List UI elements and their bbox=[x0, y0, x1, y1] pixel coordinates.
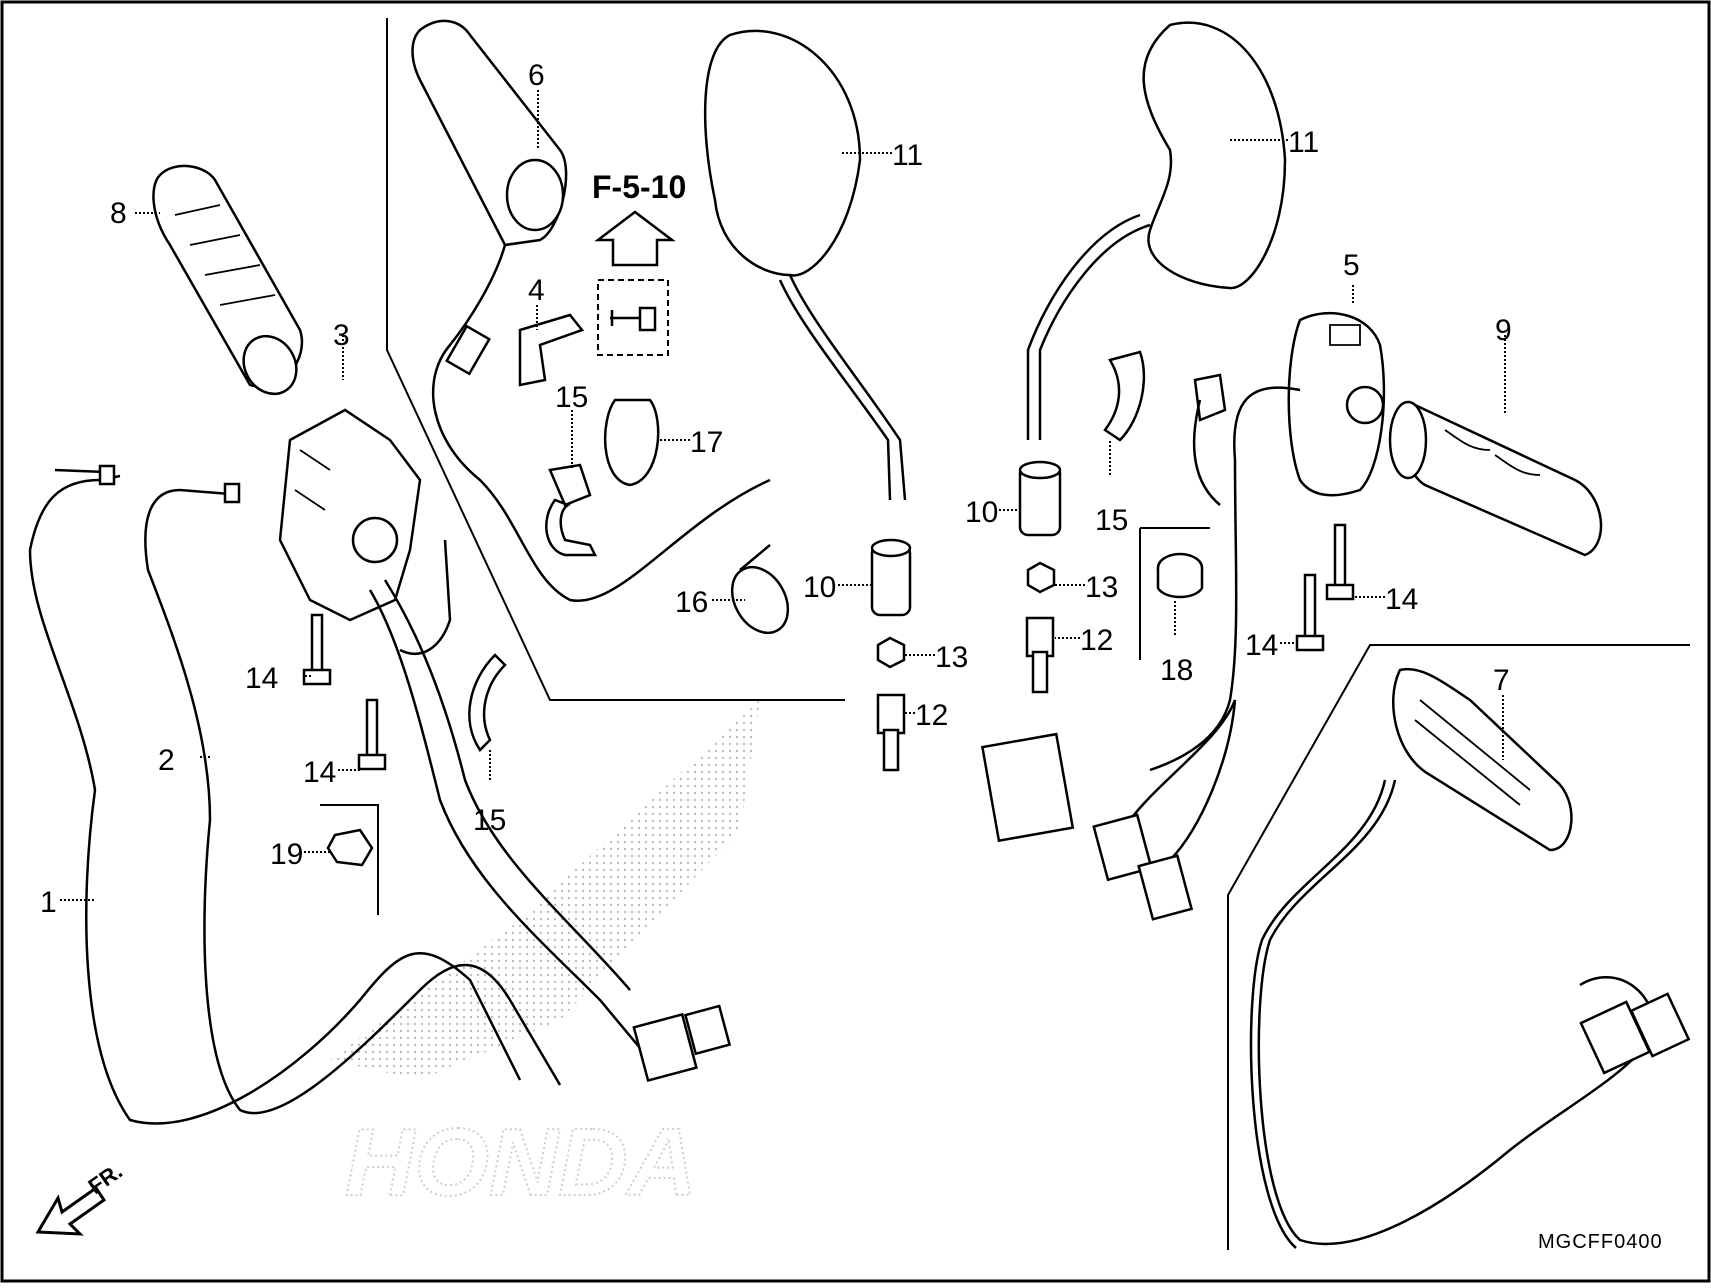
callout-11-left: 11 bbox=[892, 139, 923, 172]
throttle-cable-part-2 bbox=[144, 482, 562, 1115]
callout-10-right: 10 bbox=[965, 496, 998, 529]
tie-part-16 bbox=[730, 544, 790, 635]
leader-lines bbox=[60, 90, 1506, 901]
adapter-right-part-10 bbox=[1018, 460, 1062, 537]
ref-box bbox=[594, 210, 676, 356]
callout-9: 9 bbox=[1495, 314, 1512, 347]
grip-right-part-9 bbox=[1388, 400, 1603, 557]
wing-watermark bbox=[330, 700, 760, 1080]
callout-10-left: 10 bbox=[803, 571, 836, 604]
divider-right-group bbox=[1227, 644, 1690, 1250]
drawing-code: MGCFF0400 bbox=[1538, 1231, 1663, 1253]
nut-part-19 bbox=[326, 828, 374, 867]
callout-14-right-upper: 14 bbox=[1385, 583, 1418, 616]
band-left-part-15 bbox=[468, 653, 507, 752]
nut-right-part-13 bbox=[1026, 561, 1056, 594]
up-arrow-icon bbox=[594, 210, 676, 267]
honda-watermark: HONDA bbox=[330, 700, 760, 1217]
callout-13-right: 13 bbox=[1085, 571, 1118, 604]
callout-4: 4 bbox=[528, 274, 545, 307]
ref-dashed-box bbox=[597, 279, 669, 356]
divider-left-group bbox=[386, 18, 845, 701]
bolt-right-upper-part-14 bbox=[1325, 523, 1355, 601]
clamp-part-15 bbox=[545, 463, 598, 557]
mirror-right-part-11 bbox=[1026, 21, 1287, 440]
callout-6: 6 bbox=[528, 59, 545, 92]
bolt-right-part-12 bbox=[1025, 616, 1055, 694]
honda-logo-text: HONDA bbox=[345, 1109, 697, 1216]
band-right-part-15 bbox=[1103, 350, 1146, 442]
callout-15-left: 15 bbox=[473, 804, 506, 837]
callout-17: 17 bbox=[690, 426, 723, 459]
right-harness bbox=[980, 386, 1301, 921]
callout-14-right-lower: 14 bbox=[1245, 629, 1278, 662]
collar-part-18 bbox=[1156, 552, 1204, 599]
callout-14-left-upper: 14 bbox=[245, 662, 278, 695]
bolt-left-upper-part-14 bbox=[302, 613, 332, 686]
switch-housing-left-part-3 bbox=[278, 408, 422, 622]
callout-7: 7 bbox=[1493, 664, 1510, 697]
callout-19: 19 bbox=[270, 838, 303, 871]
callout-15-right: 15 bbox=[1095, 504, 1128, 537]
callout-5: 5 bbox=[1343, 249, 1360, 282]
nut-left-part-13 bbox=[876, 636, 906, 669]
reference-label: F-5-10 bbox=[592, 169, 686, 205]
grip-heated-part-7 bbox=[1249, 667, 1691, 1249]
callout-2: 2 bbox=[158, 744, 175, 777]
clip-right bbox=[1193, 373, 1227, 422]
callout-8: 8 bbox=[110, 197, 127, 230]
callout-numbers: 8 3 6 4 15 17 16 11 10 13 12 14 14 19 15… bbox=[40, 59, 1512, 919]
callout-15-mid: 15 bbox=[555, 381, 588, 414]
callout-3: 3 bbox=[333, 319, 350, 352]
front-direction-indicator: FR. bbox=[35, 1158, 127, 1236]
bolt-right-lower-part-14 bbox=[1295, 573, 1325, 652]
callout-14-left-lower: 14 bbox=[303, 756, 336, 789]
grip-left-part-8 bbox=[152, 164, 304, 396]
left-harness bbox=[368, 539, 732, 1083]
section-dividers bbox=[320, 18, 1690, 1250]
bolt-left-part-12 bbox=[876, 693, 906, 772]
mirror-left-part-11 bbox=[703, 29, 907, 501]
callout-1: 1 bbox=[40, 886, 57, 919]
throttle-grip-part-6 bbox=[411, 19, 771, 603]
callout-18: 18 bbox=[1160, 654, 1193, 687]
throttle-cable-part-1 bbox=[28, 464, 522, 1125]
bolt-left-lower-part-14 bbox=[357, 698, 387, 771]
callout-13-left: 13 bbox=[935, 641, 968, 674]
loop-part-17 bbox=[604, 398, 660, 487]
callout-11-right: 11 bbox=[1288, 126, 1319, 159]
bracket-part-4 bbox=[518, 313, 585, 387]
front-arrow-icon bbox=[35, 1185, 107, 1236]
callout-16: 16 bbox=[675, 586, 708, 619]
callout-12-left: 12 bbox=[915, 699, 948, 732]
adapter-left-part-10 bbox=[870, 538, 912, 617]
callout-12-right: 12 bbox=[1080, 624, 1113, 657]
divider-19 bbox=[320, 804, 379, 915]
switch-housing-right-part-5 bbox=[1287, 311, 1386, 497]
